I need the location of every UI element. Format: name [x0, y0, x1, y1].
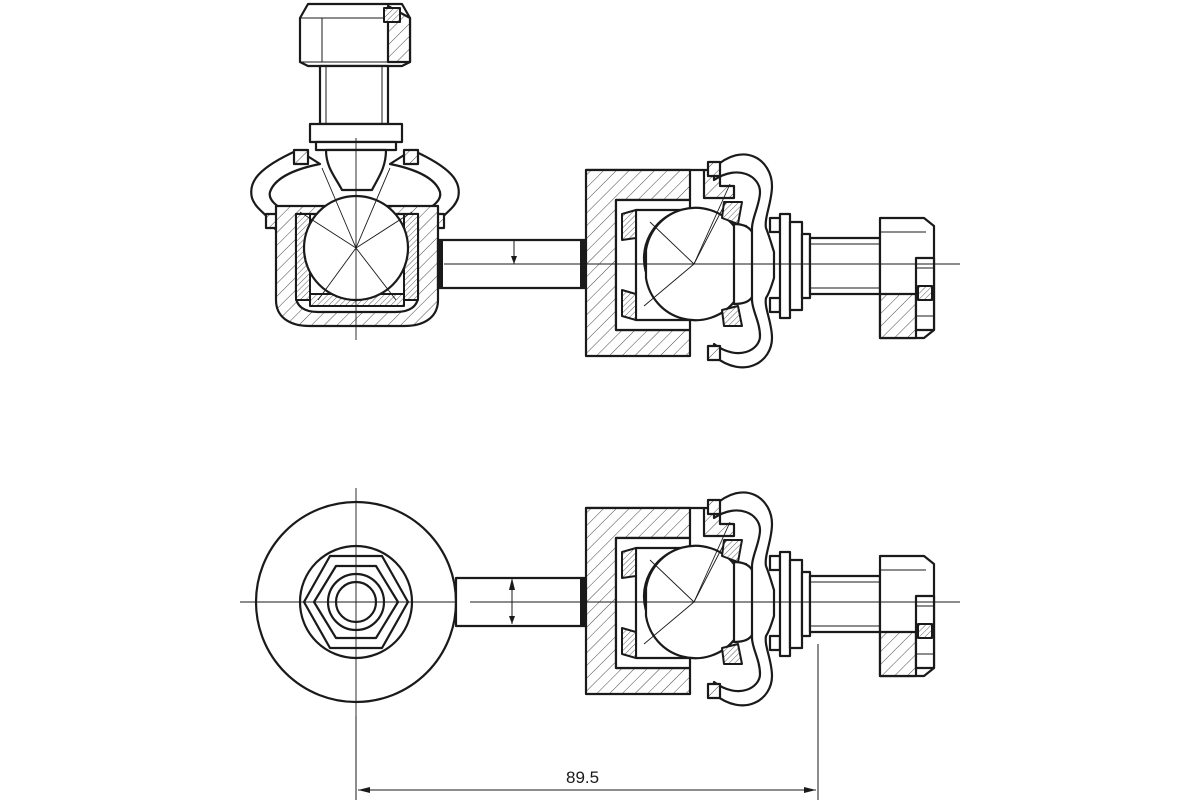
top-stud-nut [298, 2, 412, 152]
top-right-ball-joint [576, 153, 962, 369]
bottom-left-eye [240, 488, 470, 800]
left-ball-joint-section [250, 138, 460, 340]
bottom-right-ball-joint [576, 491, 962, 707]
overall-length-dimension: 89.5 [358, 644, 819, 800]
top-connecting-rod [436, 238, 588, 290]
bottom-view: 89.5 [240, 488, 962, 800]
top-view-section [250, 2, 962, 369]
overall-length-label: 89.5 [566, 768, 599, 787]
bottom-connecting-rod [454, 576, 588, 628]
